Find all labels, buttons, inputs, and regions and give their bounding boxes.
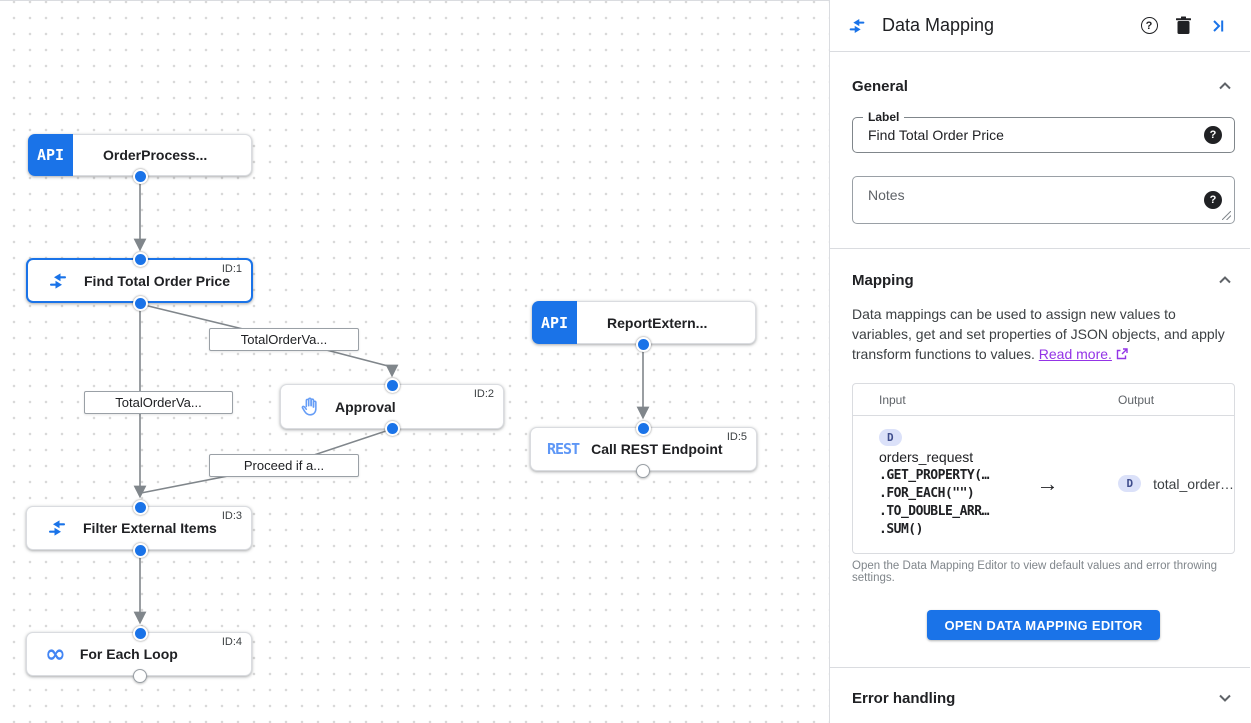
flow-canvas[interactable]: TotalOrderVa... TotalOrderVa... Proceed … [0, 0, 830, 723]
node-label: ReportExtern... [607, 314, 708, 331]
edge-label-text: TotalOrderVa... [115, 395, 202, 410]
data-mapping-icon [846, 15, 868, 37]
api-badge: API [28, 134, 73, 176]
section-title: General [852, 77, 908, 95]
edge-label-totalorderva-left[interactable]: TotalOrderVa... [84, 391, 233, 414]
divider [830, 667, 1250, 668]
section-title: Mapping [852, 271, 914, 289]
node-id-label: ID:5 [726, 431, 747, 443]
panel-body: General Label ? ? Map [830, 52, 1250, 723]
label-field-container: Label ? [852, 110, 1235, 153]
edge-label-proceed-if[interactable]: Proceed if a... [209, 454, 359, 477]
port-findtotal-in[interactable] [132, 251, 148, 267]
trash-icon [1175, 16, 1191, 34]
mapping-table: Input Output D orders_request .GET_PROPE… [852, 383, 1235, 554]
chevron-down-icon [1219, 694, 1231, 702]
node-id-label: ID:4 [221, 636, 242, 648]
panel-title: Data Mapping [882, 15, 995, 35]
section-mapping-toggle[interactable]: Mapping [852, 270, 1235, 290]
data-mapping-icon [46, 269, 70, 293]
node-find-total-order-price[interactable]: Find Total Order Price ID:1 [26, 258, 253, 303]
port-foreach-out-empty[interactable] [133, 669, 147, 683]
open-data-mapping-editor-button[interactable]: OPEN DATA MAPPING EDITOR [927, 610, 1160, 640]
api-badge: API [532, 301, 577, 344]
transform-line: .SUM() [879, 522, 923, 537]
node-label: For Each Loop [79, 646, 178, 662]
node-id-label: ID:2 [473, 388, 494, 400]
hand-icon [299, 396, 321, 418]
edge-layer [133, 177, 650, 625]
port-reportextern-out[interactable] [635, 336, 651, 352]
node-label: Filter External Items [83, 520, 217, 536]
help-button[interactable]: ? [1132, 17, 1166, 34]
label-input[interactable] [853, 118, 1234, 152]
node-id-label: ID:3 [221, 510, 242, 522]
port-approval-out[interactable] [384, 420, 400, 436]
chevron-up-icon [1219, 276, 1231, 284]
mapping-output-cell: D total_order… [1118, 475, 1234, 492]
config-panel-data-mapping: Data Mapping ? General [830, 0, 1250, 723]
node-id-label: ID:1 [221, 263, 242, 275]
port-callrest-in[interactable] [635, 420, 651, 436]
divider [830, 248, 1250, 249]
mapping-table-caption: Open the Data Mapping Editor to view def… [852, 560, 1218, 584]
mapping-description-text: Data mappings can be used to assign new … [852, 306, 1225, 362]
port-approval-in[interactable] [384, 377, 400, 393]
infinity-icon: ∞ [45, 639, 66, 668]
panel-header: Data Mapping ? [830, 0, 1250, 52]
mapping-arrow-icon: → [1036, 470, 1059, 496]
node-label: OrderProcess... [103, 147, 208, 163]
node-call-rest-endpoint[interactable]: REST Call REST Endpoint ID:5 [530, 427, 757, 471]
node-label: Find Total Order Price [84, 272, 230, 289]
node-label: Approval [335, 398, 396, 415]
delete-task-button[interactable] [1166, 16, 1200, 35]
port-filter-out[interactable] [132, 542, 148, 558]
collapse-panel-button[interactable] [1200, 17, 1234, 35]
transform-line: .TO_DOUBLE_ARR… [879, 504, 989, 519]
transform-line: .FOR_EACH("") [879, 486, 975, 501]
external-link-icon [1116, 348, 1128, 360]
rest-icon: REST [547, 440, 580, 458]
edge-label-text: Proceed if a... [243, 458, 325, 473]
output-column-header: Output [1118, 393, 1155, 407]
data-mapping-icon [45, 516, 69, 540]
output-variable: total_order… [1153, 475, 1234, 492]
notes-field-container: ? [852, 176, 1235, 224]
help-icon: ? [1140, 17, 1158, 34]
mapping-description: Data mappings can be used to assign new … [852, 304, 1235, 364]
mapping-row[interactable]: D orders_request .GET_PROPERTY(… .FOR_EA… [853, 416, 1234, 553]
section-error-handling-toggle[interactable]: Error handling [852, 688, 1235, 708]
port-filter-in[interactable] [132, 499, 148, 515]
input-column-header: Input [879, 393, 906, 407]
node-label: Call REST Endpoint [591, 441, 723, 457]
edge-label-text: TotalOrderVa... [240, 332, 328, 347]
help-icon[interactable]: ? [1204, 191, 1222, 209]
mapping-table-header: Input Output [853, 384, 1234, 416]
help-icon[interactable]: ? [1204, 126, 1222, 144]
mapping-input-cell: D orders_request .GET_PROPERTY(… .FOR_EA… [853, 428, 1040, 539]
section-general-toggle[interactable]: General [852, 76, 1235, 96]
port-foreach-in[interactable] [132, 625, 148, 641]
read-more-link[interactable]: Read more. [1038, 346, 1112, 362]
resize-handle[interactable] [1222, 211, 1231, 220]
port-orderprocess-out[interactable] [132, 169, 148, 184]
section-title: Error handling [852, 689, 956, 707]
chevron-up-icon [1219, 82, 1231, 90]
transform-line: .GET_PROPERTY(… [879, 468, 989, 483]
port-callrest-out-empty[interactable] [636, 464, 650, 478]
data-type-chip: D [879, 429, 902, 446]
edge-label-totalorderva-right[interactable]: TotalOrderVa... [209, 328, 359, 351]
node-order-process-trigger[interactable]: API OrderProcess... [28, 134, 252, 176]
data-type-chip: D [1118, 475, 1142, 492]
input-variable: orders_request [879, 449, 974, 465]
field-label: Label [863, 110, 905, 124]
port-findtotal-out[interactable] [132, 295, 148, 311]
panel-collapse-icon [1213, 19, 1224, 32]
notes-textarea[interactable] [853, 177, 1234, 223]
